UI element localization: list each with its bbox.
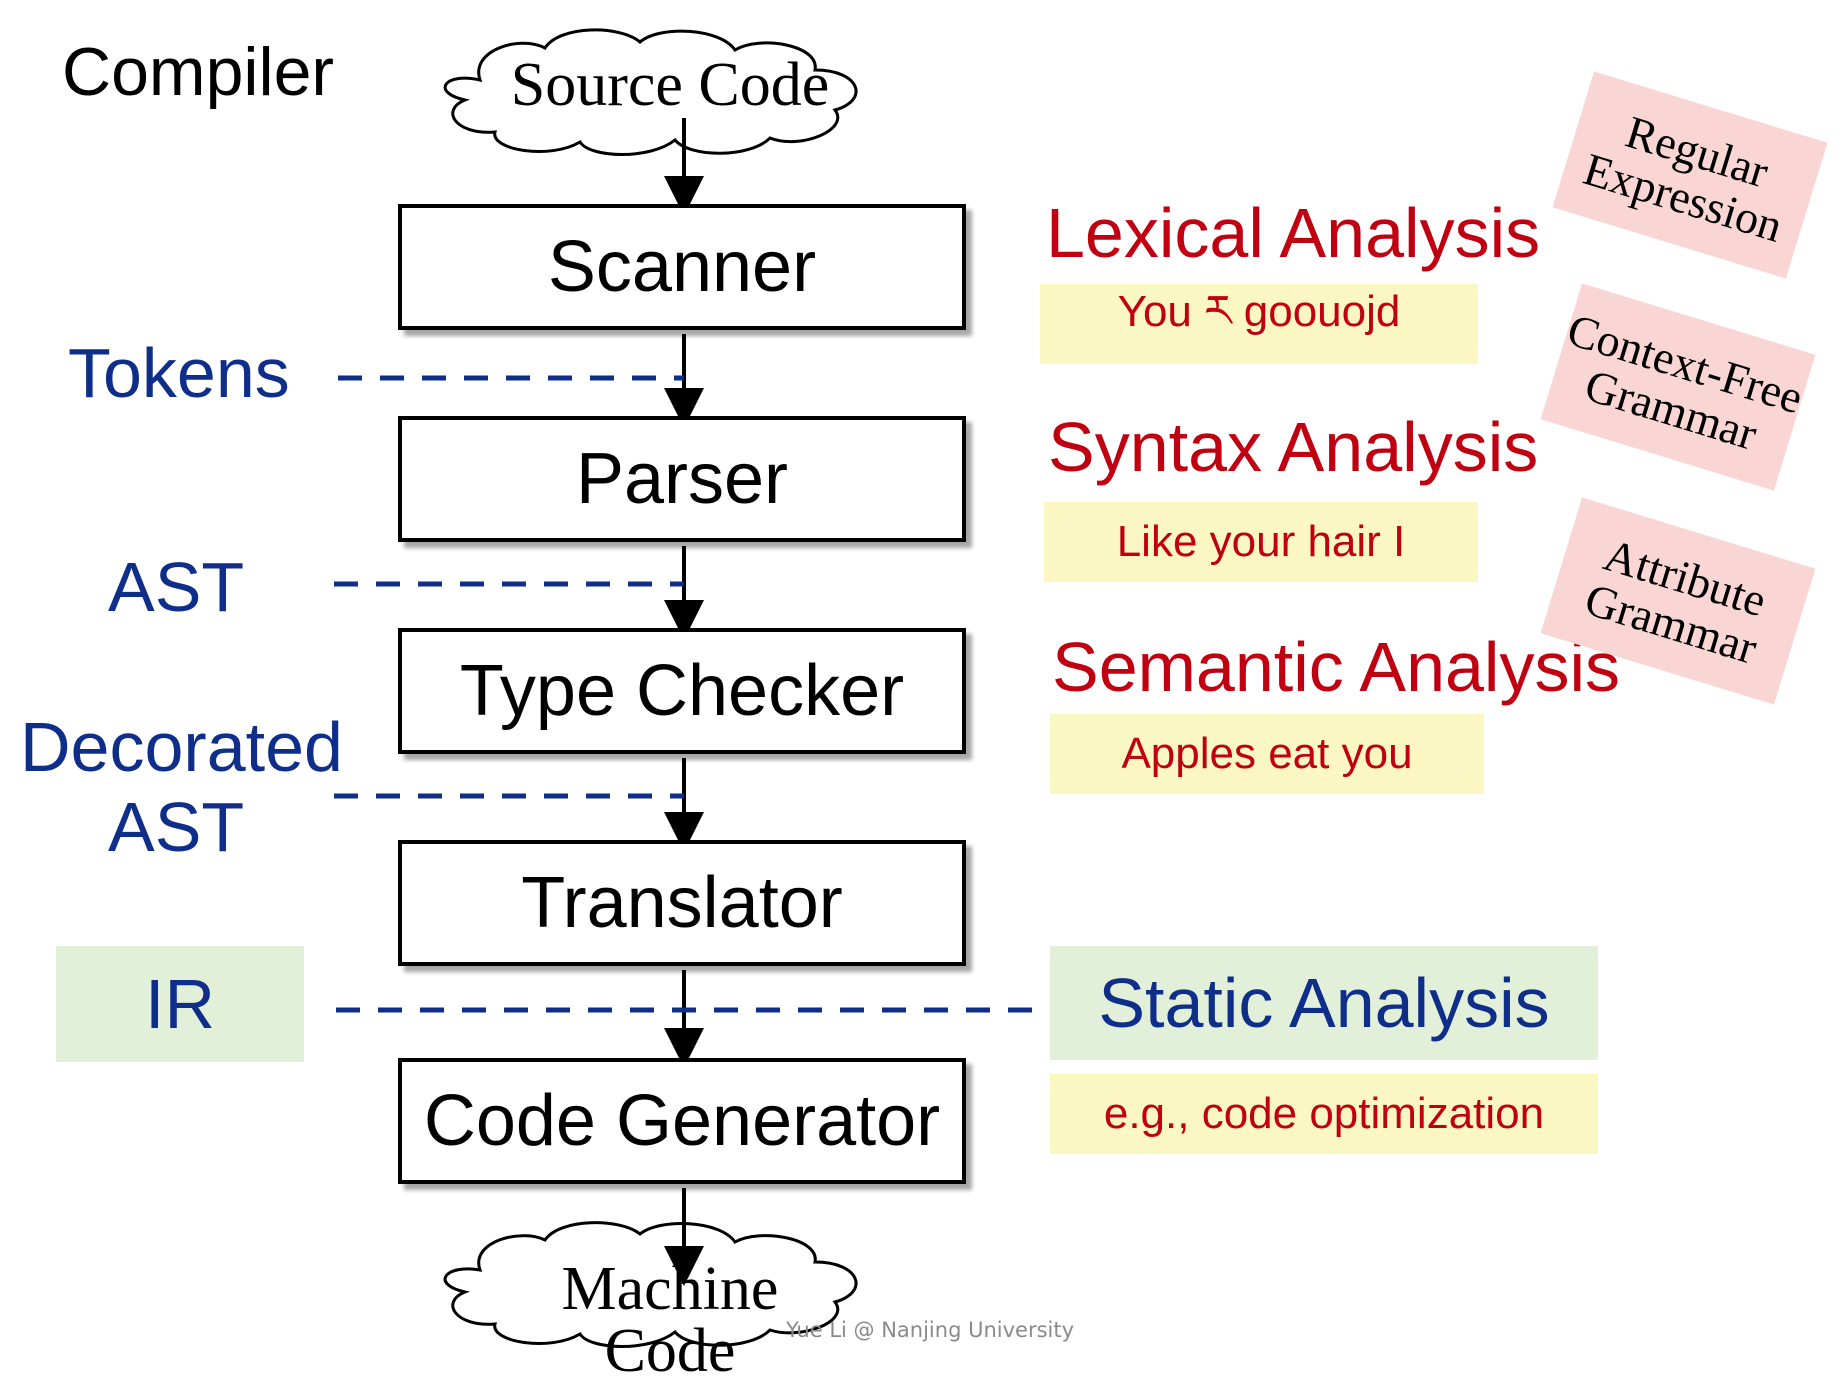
tokens-label: Tokens [68,334,290,412]
lexical-example: You ར goouojd [1040,284,1478,364]
syntax-example: Like your hair I [1044,502,1478,582]
semantic-analysis-label: Semantic Analysis [1052,628,1621,706]
credit-footer: Yue Li @ Nanjing University [786,1318,1075,1342]
semantic-example-text: Apples eat you [1121,729,1413,778]
syntax-example-text: Like your hair I [1116,517,1406,566]
syntax-analysis-label: Syntax Analysis [1048,408,1539,486]
scanner-label: Scanner [547,227,817,307]
decorated-ast-label: AST [108,788,245,866]
static-analysis-label: Static Analysis [1098,964,1550,1042]
diagram-title: Compiler [62,34,335,110]
code-generator-label: Code Generator [423,1081,941,1161]
ir-label: IR [145,965,215,1043]
lexical-analysis-label: Lexical Analysis [1046,194,1541,272]
machine-code-label: Machine Code [561,1255,779,1385]
type-checker-box: Type Checker [398,628,966,754]
static-analysis-box: Static Analysis [1050,946,1598,1060]
type-checker-label: Type Checker [459,651,905,731]
translator-label: Translator [521,863,843,943]
parser-box: Parser [398,416,966,542]
machine-code-cloud [443,1221,858,1348]
decorated-label: Decorated [20,708,343,786]
ast-label: AST [108,548,245,626]
source-code-label: Source Code [510,51,830,119]
translator-box: Translator [398,840,966,966]
ir-box: IR [56,946,304,1062]
static-example: e.g., code optimization [1050,1074,1598,1154]
source-code-cloud [443,28,858,156]
scanner-box: Scanner [398,204,966,330]
semantic-example: Apples eat you [1050,714,1484,794]
static-example-text: e.g., code optimization [1103,1089,1545,1138]
parser-label: Parser [575,439,789,519]
code-generator-box: Code Generator [398,1058,966,1184]
lexical-example-text: You ར goouojd [1117,287,1401,336]
